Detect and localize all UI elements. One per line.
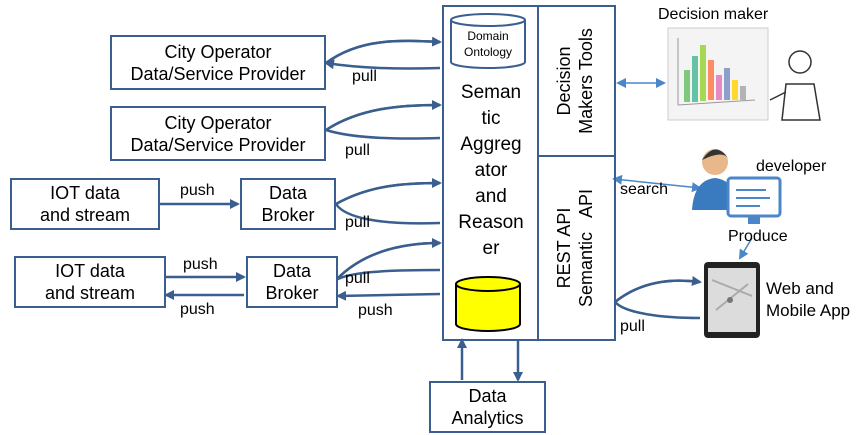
decision-maker-label: Decision maker xyxy=(658,6,769,23)
ontology-line1: Domain xyxy=(467,29,509,43)
analytics-line2: Analytics xyxy=(451,408,524,428)
broker-2-line1: Data xyxy=(272,261,312,281)
aggregator-line-2: tic xyxy=(481,108,501,129)
pull-label-2: pull xyxy=(345,142,370,159)
app-label: Web and Mobile App xyxy=(766,278,850,322)
provider-2-line1: City Operator xyxy=(164,112,272,133)
api-line2: Semantic API xyxy=(576,188,596,308)
provider-box-1: City Operator Data/Service Provider xyxy=(110,35,326,90)
pull-label-5: pull xyxy=(620,318,645,335)
push-label-2: push xyxy=(183,256,218,273)
provider-1-line1: City Operator xyxy=(164,41,272,62)
iot-box-1: IOT data and stream xyxy=(10,178,160,230)
broker-1-line2: Broker xyxy=(261,205,315,225)
database-icon xyxy=(455,276,521,332)
ontology-line2: Ontology xyxy=(463,45,513,59)
aggregator-line-6: Reason xyxy=(458,212,524,233)
broker-box-1: Data Broker xyxy=(240,178,336,230)
developer-label: developer xyxy=(756,158,827,175)
aggregator-label: Seman tic Aggreg ator and Reason er xyxy=(445,80,537,262)
broker-1-line1: Data xyxy=(268,183,308,203)
broker-box-2: Data Broker xyxy=(246,256,338,308)
pull-loop-1 xyxy=(326,39,441,69)
aggregator-line-7: er xyxy=(482,238,500,259)
app-line2: Mobile App xyxy=(766,301,851,320)
app-line1: Web and xyxy=(766,279,834,298)
push-label-3: push xyxy=(180,301,215,318)
decision-tools-label: Decision Makers Tools xyxy=(553,21,599,141)
decision-tools-line1: Decision xyxy=(554,46,574,116)
pull-label-4: pull xyxy=(345,270,370,287)
decision-maker-illustration xyxy=(667,27,821,121)
analytics-line1: Data xyxy=(468,386,507,406)
aggregator-line-3: Aggreg xyxy=(460,134,522,155)
pull-label-1: pull xyxy=(352,68,377,85)
api-label: REST API Semantic API xyxy=(553,183,599,313)
broker-2-line2: Broker xyxy=(265,283,319,303)
api-line1: REST API xyxy=(554,207,574,289)
provider-2-line2: Data/Service Provider xyxy=(130,134,306,155)
push-label-1: push xyxy=(180,182,215,199)
analytics-box: Data Analytics xyxy=(429,381,546,433)
push-label-4: push xyxy=(358,302,393,319)
ontology-label: Domain Ontology xyxy=(451,28,525,60)
aggregator-line-1: Seman xyxy=(460,82,522,103)
search-link xyxy=(612,174,702,193)
iot-box-2: IOT data and stream xyxy=(14,256,166,308)
iot-1-line2: and stream xyxy=(39,205,131,225)
iot-2-line2: and stream xyxy=(44,283,136,303)
provider-box-2: City Operator Data/Service Provider xyxy=(110,106,326,161)
central-block xyxy=(442,5,616,341)
aggregator-line-5: and xyxy=(475,186,507,207)
pull-label-3: pull xyxy=(345,214,370,231)
provider-1-line2: Data/Service Provider xyxy=(130,63,306,84)
search-label: search xyxy=(620,181,669,198)
iot-1-line1: IOT data xyxy=(50,183,120,203)
developer-illustration xyxy=(692,149,782,224)
pull-loop-5 xyxy=(614,279,701,320)
decision-tools-line2: Makers Tools xyxy=(576,28,596,134)
push-arrow-4 xyxy=(336,290,441,301)
iot-2-line1: IOT data xyxy=(55,261,125,281)
produce-label: Produce xyxy=(728,228,788,245)
aggregator-line-4: ator xyxy=(474,160,508,181)
mobile-app-illustration xyxy=(704,262,760,338)
ontology-cylinder xyxy=(450,13,526,69)
produce-link xyxy=(738,237,753,260)
